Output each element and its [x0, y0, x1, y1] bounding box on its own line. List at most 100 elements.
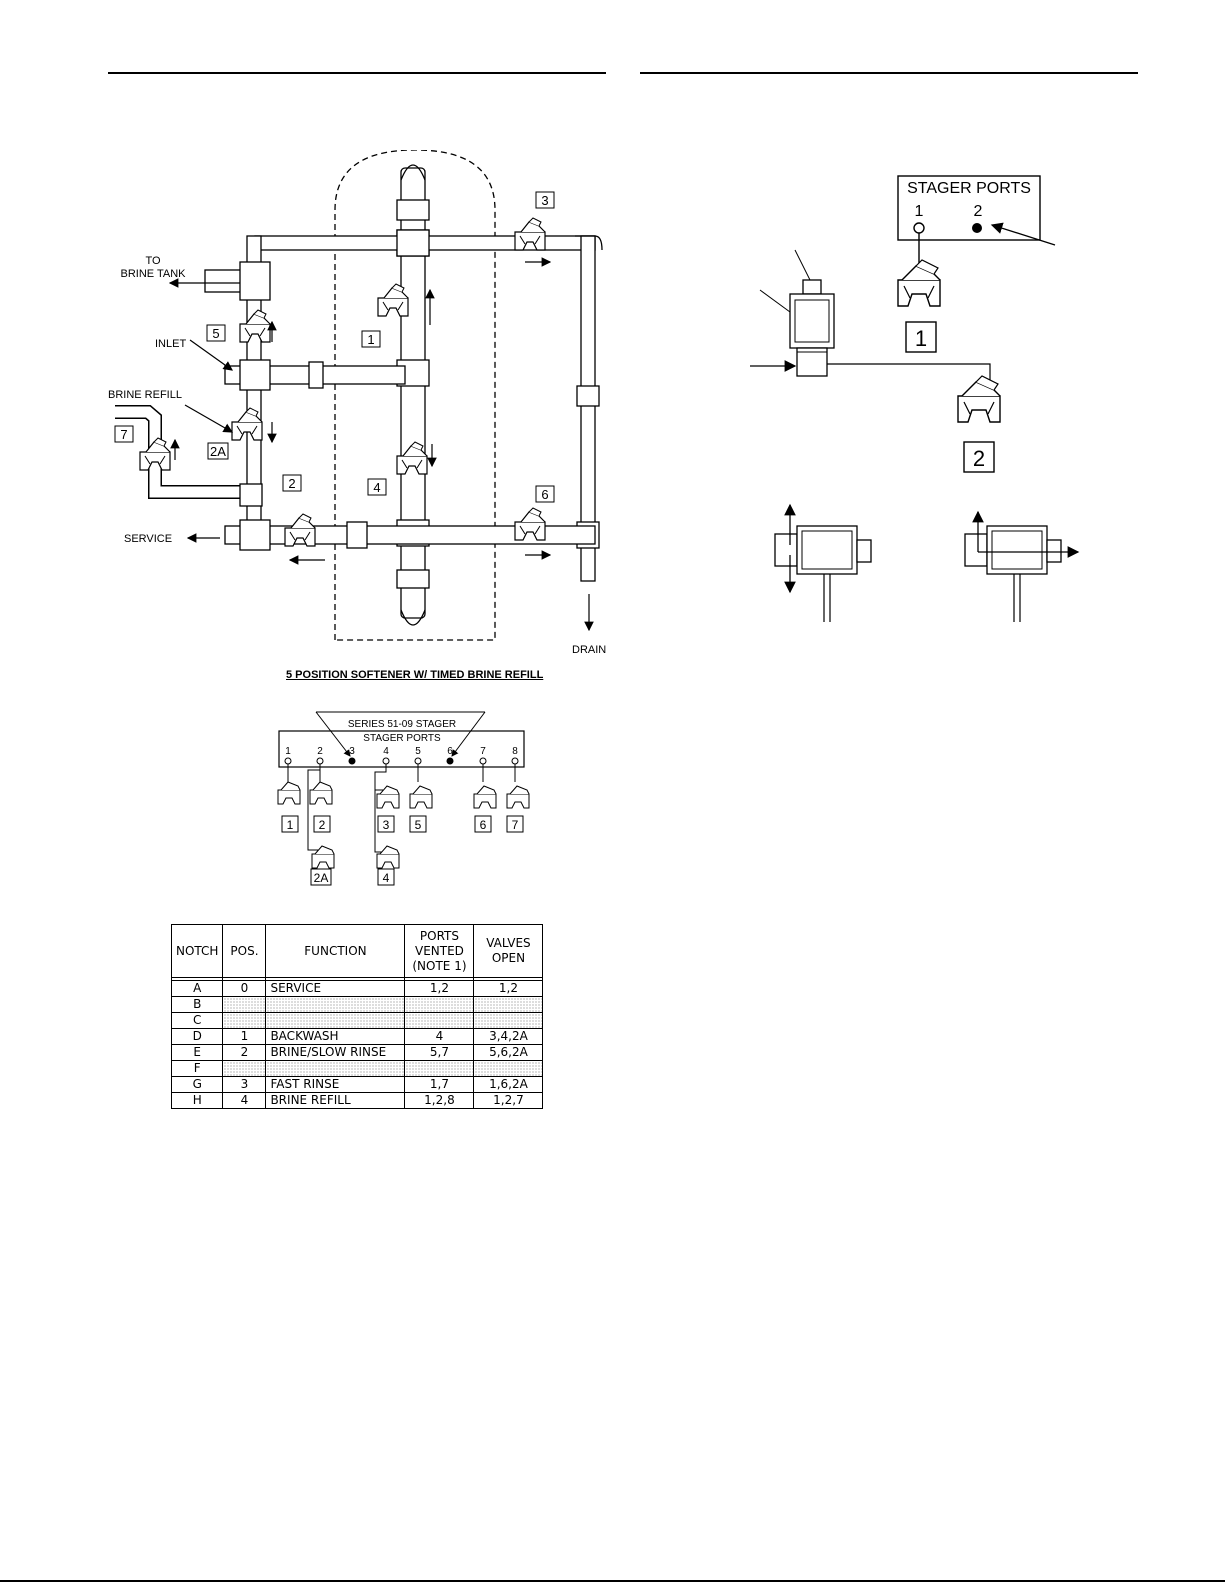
stager-valve-3: 3 [383, 818, 390, 832]
valve-label-2: 2 [288, 476, 295, 491]
cell-pos: 0 [222, 980, 267, 997]
cell-function [265, 1060, 406, 1077]
cell-valves-open: 5,6,2A [473, 1044, 544, 1061]
stager-title: SERIES 51-09 STAGER [348, 719, 456, 730]
cell-pos [222, 996, 267, 1013]
table-row: F [170, 1060, 544, 1077]
footer-rule [0, 1580, 1225, 1582]
stager-port-8: 8 [512, 746, 518, 757]
right-port-1: 1 [915, 203, 924, 220]
cell-notch: A [170, 980, 224, 997]
stager-port-3: 3 [349, 746, 355, 757]
cell-valves-open: 1,6,2A [473, 1076, 544, 1093]
cell-ports-vented [404, 1060, 475, 1077]
valve-label-5: 5 [212, 326, 219, 341]
cell-pos: 3 [222, 1076, 267, 1093]
stager-diagram: SERIES 51-09 STAGER STAGER PORTS 1 2 3 4… [277, 711, 530, 886]
header-notch: NOTCH [170, 924, 224, 978]
cell-notch: G [170, 1076, 224, 1093]
header-pos: POS. [222, 924, 267, 978]
valve-label-2a: 2A [210, 444, 226, 459]
cell-ports-vented: 1,2,8 [404, 1092, 475, 1109]
cell-valves-open: 3,4,2A [473, 1028, 544, 1045]
cell-notch: E [170, 1044, 224, 1061]
stager-ports-title: STAGER PORTS [907, 180, 1031, 197]
stager-port-6: 6 [447, 746, 453, 757]
valve-label-7: 7 [120, 427, 127, 442]
stager-port-2: 2 [317, 746, 323, 757]
valve-label-4: 4 [373, 480, 380, 495]
cell-pos: 2 [222, 1044, 267, 1061]
cell-function [265, 1012, 406, 1029]
stager-valve-1: 1 [287, 818, 294, 832]
valve-label-3: 3 [541, 193, 548, 208]
stager-valve-4: 4 [383, 871, 390, 885]
stager-port-7: 7 [480, 746, 486, 757]
inlet-label: INLET [155, 338, 186, 350]
stager-valve-2a: 2A [314, 871, 329, 885]
table-row: C [170, 1012, 544, 1029]
cell-function: FAST RINSE [265, 1076, 406, 1093]
cell-pos [222, 1012, 267, 1029]
brine-refill-label: BRINE REFILL [108, 389, 182, 401]
cell-function: BRINE REFILL [265, 1092, 406, 1109]
valve-label-1: 1 [367, 332, 374, 347]
cell-function: BACKWASH [265, 1028, 406, 1045]
cell-notch: C [170, 1012, 224, 1029]
cell-pos: 4 [222, 1092, 267, 1109]
cell-pos [222, 1060, 267, 1077]
cell-valves-open: 1,2,7 [473, 1092, 544, 1109]
service-label: SERVICE [124, 533, 172, 545]
cell-ports-vented: 4 [404, 1028, 475, 1045]
right-valve-1: 1 [915, 326, 927, 351]
cell-valves-open: 1,2 [473, 980, 544, 997]
softener-piping-diagram: 3 1 5 2A 2 4 7 6 TO BRINE TANK INLET BRI… [108, 150, 606, 656]
to-label: TO [145, 255, 161, 267]
cell-notch: F [170, 1060, 224, 1077]
cell-valves-open [473, 1060, 544, 1077]
left-header-rule [108, 72, 606, 74]
valve-schedule-table: NOTCH POS. FUNCTION PORTS VENTED (NOTE 1… [170, 924, 544, 1109]
cell-function: SERVICE [265, 980, 406, 997]
stager-valve-7: 7 [512, 818, 519, 832]
cell-ports-vented: 5,7 [404, 1044, 475, 1061]
cell-function: BRINE/SLOW RINSE [265, 1044, 406, 1061]
right-valve-2: 2 [973, 446, 985, 471]
header-valves-open: VALVES OPEN [473, 924, 544, 978]
stager-port-1: 1 [285, 746, 291, 757]
drain-label: DRAIN [572, 644, 606, 656]
valve-label-6: 6 [541, 487, 548, 502]
stager-valve-5: 5 [415, 818, 422, 832]
cell-function [265, 996, 406, 1013]
cell-ports-vented [404, 996, 475, 1013]
diagram-caption: 5 POSITION SOFTENER W/ TIMED BRINE REFIL… [286, 669, 544, 681]
stager-subtitle: STAGER PORTS [363, 733, 441, 744]
cell-notch: D [170, 1028, 224, 1045]
stager-port-4: 4 [383, 746, 389, 757]
right-port-2: 2 [974, 203, 983, 220]
table-header-row: NOTCH POS. FUNCTION PORTS VENTED (NOTE 1… [170, 924, 544, 978]
cell-notch: B [170, 996, 224, 1013]
stager-port-5: 5 [415, 746, 421, 757]
stager-valve-6: 6 [480, 818, 487, 832]
header-function: FUNCTION [265, 924, 406, 978]
tank-outline [334, 150, 496, 641]
stager-ports-detail-diagram: STAGER PORTS 1 2 1 2 [750, 175, 1080, 622]
cell-ports-vented: 1,7 [404, 1076, 475, 1093]
cell-valves-open [473, 1012, 544, 1029]
cell-pos: 1 [222, 1028, 267, 1045]
header-ports-vented: PORTS VENTED (NOTE 1) [404, 924, 475, 978]
brine-tank-label: BRINE TANK [121, 268, 187, 280]
cell-ports-vented [404, 1012, 475, 1029]
cell-ports-vented: 1,2 [404, 980, 475, 997]
table-row: B [170, 996, 544, 1013]
right-header-rule [640, 72, 1138, 74]
stager-valve-2: 2 [319, 818, 326, 832]
cell-valves-open [473, 996, 544, 1013]
cell-notch: H [170, 1092, 224, 1109]
